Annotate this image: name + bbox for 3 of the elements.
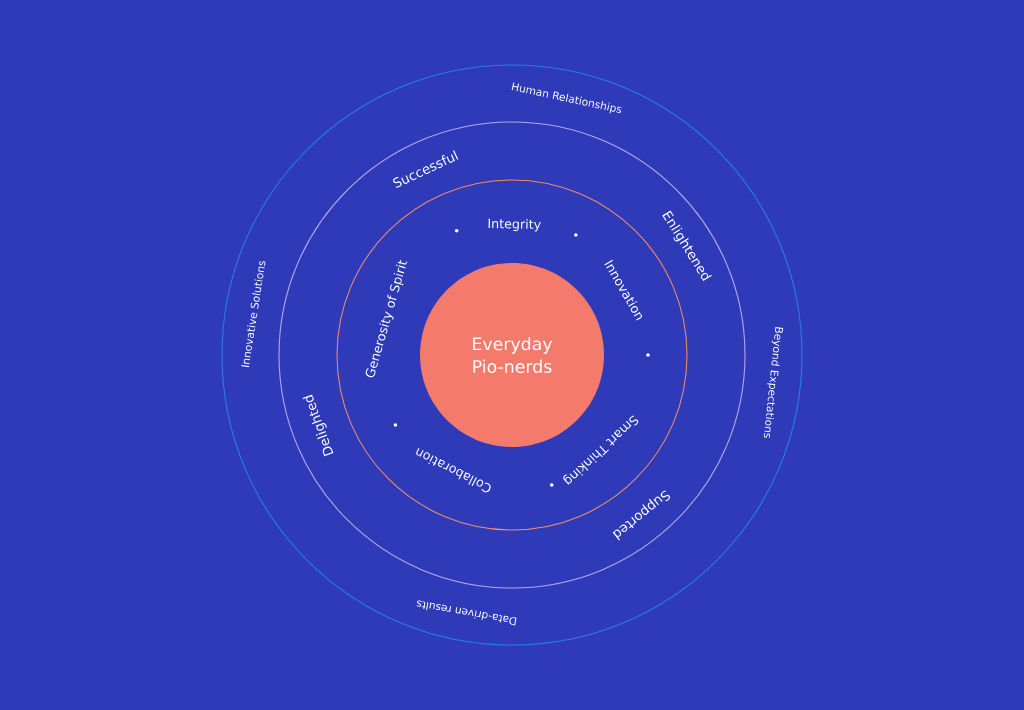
ring-label: Innovative Solutions <box>241 261 266 368</box>
ring-label: Beyond Expectations <box>763 327 784 438</box>
ring-label: Integrity <box>488 218 541 232</box>
